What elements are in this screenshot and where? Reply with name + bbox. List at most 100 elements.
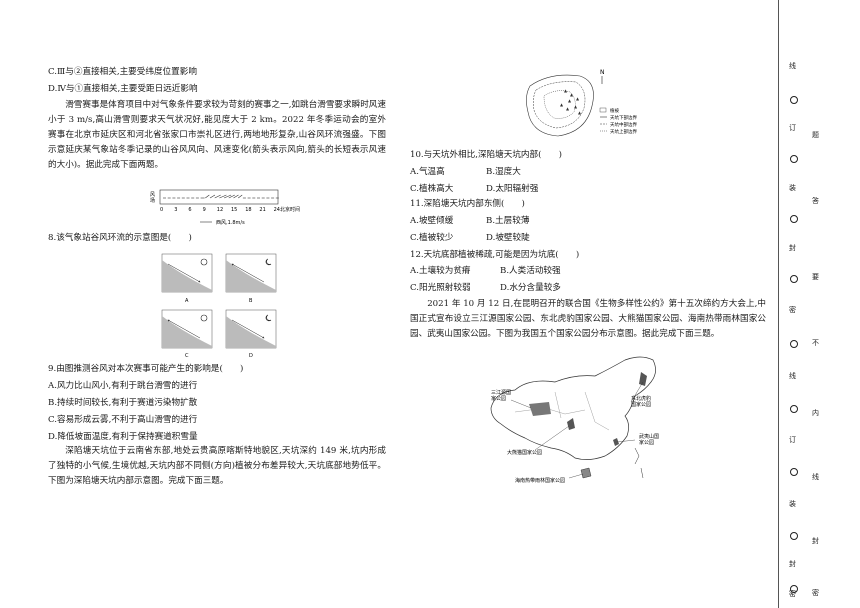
- wind-tick-label: 6: [188, 207, 191, 213]
- label-tiger-1: 东北虎豹: [631, 395, 651, 402]
- binding-circle: [790, 468, 798, 476]
- wind-arrow: [219, 194, 227, 199]
- wind-tick-label: 3: [174, 207, 177, 213]
- label-wuyi-1: 武夷山国: [639, 433, 659, 440]
- tk-legend-3: 天坑中部边界: [610, 121, 637, 128]
- q11-option-c: C.植被较少: [410, 233, 454, 243]
- diagram-d: D: [225, 309, 277, 359]
- q9-option-a: A.风力比山风小,有利于跳台滑雪的进行: [48, 381, 198, 391]
- wind-chart-ylabel-2: 场: [150, 197, 155, 204]
- label-sanjiangyuan-2: 家公园: [491, 395, 506, 402]
- q11-option-a: A.坡壁倾缓: [410, 216, 454, 226]
- binding-mark: 线: [789, 372, 796, 380]
- binding-word: 不: [812, 339, 819, 347]
- wuyishan-park-shape: [613, 438, 619, 446]
- binding-word: 题: [812, 131, 819, 139]
- tk-legend-2: 天坑下部边界: [610, 114, 637, 121]
- wind-chart-legend: 西风,1.8m/s: [216, 220, 245, 226]
- wind-arrow: [233, 194, 239, 199]
- binding-circle: [790, 340, 798, 348]
- binding-circle: [790, 405, 798, 413]
- binding-mark: 装: [789, 184, 796, 192]
- q12-option-b: B.人类活动较强: [500, 266, 561, 276]
- diagram-b-label: B: [249, 298, 253, 304]
- binding-circle: [790, 96, 798, 104]
- question-12: 12.天坑底部植被稀疏,可能是因为坑底( ): [410, 250, 580, 260]
- svg-text:▲: ▲: [560, 102, 564, 107]
- wind-chart-time-label: 北京时间: [280, 206, 300, 213]
- q11-option-b: B.土层较薄: [486, 216, 530, 226]
- binding-word: 封: [812, 537, 819, 545]
- wind-arrow: [238, 194, 243, 199]
- binding-word: 内: [812, 409, 819, 417]
- tk-legend-1: 植被: [610, 107, 619, 114]
- binding-mark: 封: [789, 244, 796, 252]
- q11-option-d: D.坡壁较陡: [486, 233, 530, 243]
- binding-word: 线: [812, 473, 819, 481]
- option-c-prev: C.Ⅲ与②直接相关,主要受纬度位置影响: [48, 67, 197, 77]
- label-tiger-2: 国家公园: [631, 401, 651, 408]
- binding-circle: [790, 155, 798, 163]
- binding-circle: [790, 585, 798, 593]
- park-paragraph: 2021 年 10 月 12 日,在昆明召开的联合国《生物多样性公约》第十五次缔…: [410, 299, 766, 339]
- svg-text:▲: ▲: [570, 92, 574, 97]
- label-panda: 大熊猫国家公园: [507, 449, 542, 456]
- binding-mark: 订: [789, 124, 796, 132]
- q12-option-d: D.水分含量较多: [500, 283, 561, 293]
- tiankeng-paragraph: 深陷塘天坑位于云南省东部,地处云贵高原喀斯特地貌区,天坑深约 149 米,坑内形…: [48, 446, 386, 486]
- svg-text:▲: ▲: [578, 110, 582, 115]
- wind-tick-label: 18: [245, 207, 251, 213]
- wind-arrow: [214, 194, 221, 199]
- binding-line: [778, 0, 779, 608]
- question-9: 9.由图推测谷风对本次赛事可能产生的影响是( ): [48, 364, 244, 374]
- question-10: 10.与天坑外相比,深陷塘天坑内部( ): [410, 150, 563, 160]
- svg-text:▲: ▲: [576, 96, 580, 101]
- binding-mark: 密: [789, 590, 796, 598]
- binding-mark: 订: [789, 436, 796, 444]
- label-sanjiangyuan-1: 三江源国: [491, 389, 511, 396]
- diagram-a-label: A: [185, 298, 189, 304]
- binding-circle: [790, 275, 798, 283]
- q10-option-c: C.植株高大: [410, 184, 454, 194]
- binding-circle: [790, 215, 798, 223]
- q9-option-b: B.持续时间较长,有利于赛道污染物扩散: [48, 398, 198, 408]
- svg-text:▲: ▲: [574, 104, 578, 109]
- national-parks-map: 三江源国 家公园 东北虎豹 国家公园 武夷山国 家公园 大熊猫国家公园 海南热带…: [490, 356, 659, 484]
- intro-paragraph: 滑雪赛事是体育项目中对气象条件要求较为苛刻的赛事之一,如跳台滑雪要求瞬时风速小于…: [48, 100, 386, 170]
- label-wuyi-2: 家公园: [639, 439, 654, 446]
- north-label: N: [600, 69, 605, 76]
- q10-option-b: B.湿度大: [486, 167, 521, 177]
- binding-word: 密: [812, 589, 819, 597]
- question-11: 11.深陷塘天坑内部东侧( ): [410, 199, 525, 209]
- q10-option-d: D.太阳辐射强: [486, 184, 539, 194]
- wind-arrow: [228, 194, 235, 199]
- wind-arrow: [209, 194, 216, 199]
- wind-tick-label: 9: [203, 207, 206, 213]
- wind-tick-label: 15: [231, 207, 237, 213]
- wind-chart-ylabel-1: 风: [150, 192, 155, 198]
- diagram-c-label: C: [185, 353, 189, 359]
- svg-text:▲: ▲: [568, 98, 572, 103]
- q10-option-a: A.气温高: [410, 167, 445, 177]
- diagram-b: B: [225, 253, 277, 304]
- valley-wind-diagrams: A B C D: [161, 253, 277, 359]
- tiger-leopard-park-shape: [639, 372, 647, 386]
- q9-option-c: C.容易形成云雾,不利于高山滑雪的进行: [48, 415, 198, 425]
- wind-tick-label: 21: [259, 207, 265, 213]
- label-hainan: 海南热带雨林国家公园: [515, 477, 565, 484]
- binding-word: 要: [812, 273, 819, 281]
- diagram-d-label: D: [249, 353, 253, 359]
- binding-circle: [790, 532, 798, 540]
- question-8: 8.该气象站谷风环流的示意图是( ): [48, 233, 192, 243]
- hainan-park-shape: [580, 467, 592, 479]
- binding-mark: 装: [789, 500, 796, 508]
- wind-tick-label: 24: [274, 207, 280, 213]
- binding-mark: 线: [789, 62, 796, 70]
- binding-mark: 封: [789, 560, 796, 568]
- binding-mark: 密: [789, 306, 796, 314]
- tk-legend-4: 天坑上部边界: [610, 128, 637, 135]
- wind-tick-label: 0: [160, 207, 163, 213]
- q9-option-d: D.降低坡面温度,有利于保持赛道积雪量: [48, 432, 198, 442]
- q12-option-c: C.阳光照射较弱: [410, 283, 471, 293]
